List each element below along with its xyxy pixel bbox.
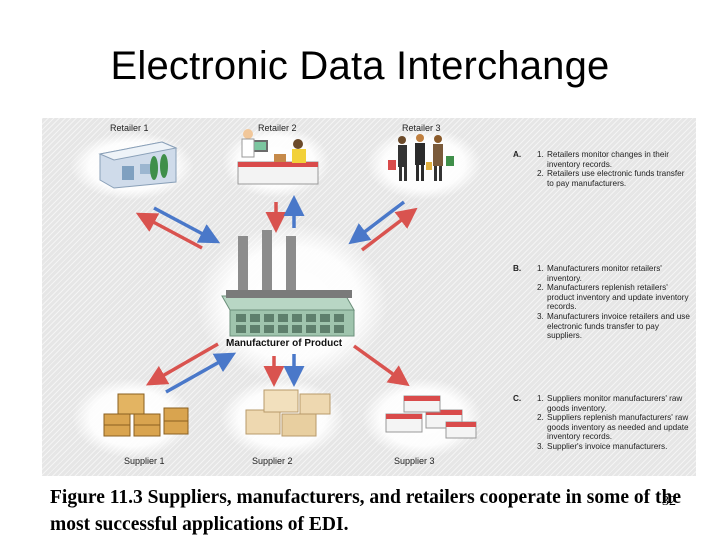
step-b1: 1.Manufacturers monitor retailers' inven… bbox=[537, 264, 693, 283]
edi-figure: Retailer 1 Retailer 2 Retailer 3 Manufac… bbox=[42, 118, 696, 476]
step-letter-c: C. bbox=[513, 394, 522, 403]
manufacturer-label: Manufacturer of Product bbox=[226, 338, 343, 349]
step-b3-num: 3. bbox=[537, 311, 544, 321]
arrow-blue-r1 bbox=[153, 206, 221, 244]
step-letter-b: B. bbox=[513, 264, 522, 273]
step-b2-text: Manufacturers replenish retailers' produ… bbox=[547, 283, 689, 312]
step-a2-text: Retailers use electronic funds transfer … bbox=[547, 169, 685, 188]
supplier-arrows bbox=[145, 342, 410, 394]
arrow-blue-r3 bbox=[348, 200, 406, 245]
step-block-b: B. 1.Manufacturers monitor retailers' in… bbox=[513, 264, 693, 341]
step-a1-text: Retailers monitor changes in their inven… bbox=[547, 150, 669, 169]
packaged-goods-icon bbox=[385, 395, 477, 439]
checkout-counter-icon bbox=[237, 129, 319, 185]
supplier-1-label: Supplier 1 bbox=[124, 456, 165, 466]
arrow-blue-s1 bbox=[165, 352, 237, 394]
step-a1-num: 1. bbox=[537, 150, 544, 159]
step-b1-text: Manufacturers monitor retailers' invento… bbox=[547, 264, 662, 283]
step-b2: 2.Manufacturers replenish retailers' pro… bbox=[537, 283, 693, 312]
arrow-red-s1 bbox=[145, 342, 219, 386]
store-building-icon bbox=[98, 141, 178, 189]
step-block-c: C. 1.Suppliers monitor manufacturers' ra… bbox=[513, 394, 693, 452]
step-c3-text: Supplier's invoice manufacturers. bbox=[547, 441, 668, 451]
step-a2-num: 2. bbox=[537, 169, 544, 179]
step-c2-num: 2. bbox=[537, 413, 544, 423]
step-c1: 1.Suppliers monitor manufacturers' raw g… bbox=[537, 394, 693, 413]
arrow-red-r3 bbox=[360, 207, 418, 252]
step-b3-text: Manufacturers invoice retailers and use … bbox=[547, 311, 690, 341]
shoppers-icon bbox=[388, 134, 454, 181]
step-c1-text: Suppliers monitor manufacturers' raw goo… bbox=[547, 394, 683, 413]
retailer-3-label: Retailer 3 bbox=[402, 123, 441, 133]
arrow-red-r1 bbox=[135, 212, 203, 250]
page-number: 32 bbox=[662, 494, 676, 509]
step-a2: 2.Retailers use electronic funds transfe… bbox=[537, 169, 693, 188]
retailer-2-label: Retailer 2 bbox=[258, 123, 297, 133]
step-c2: 2.Suppliers replenish manufacturers' raw… bbox=[537, 413, 693, 442]
step-c1-num: 1. bbox=[537, 394, 544, 403]
step-b2-num: 2. bbox=[537, 283, 544, 293]
step-b3: 3.Manufacturers invoice retailers and us… bbox=[537, 312, 693, 341]
step-c3: 3.Supplier's invoice manufacturers. bbox=[537, 442, 693, 452]
slide-title: Electronic Data Interchange bbox=[110, 44, 610, 88]
step-letter-a: A. bbox=[513, 150, 522, 159]
step-c3-num: 3. bbox=[537, 441, 544, 451]
step-block-a: A. 1.Retailers monitor changes in their … bbox=[513, 150, 693, 188]
step-c2-text: Suppliers replenish manufacturers' raw g… bbox=[547, 413, 689, 442]
step-a1: 1.Retailers monitor changes in their inv… bbox=[537, 150, 693, 169]
retailer-arrows bbox=[135, 195, 418, 252]
factory-icon bbox=[221, 230, 355, 337]
retailer-1-label: Retailer 1 bbox=[110, 123, 149, 133]
supplier-1-glow bbox=[72, 378, 192, 458]
supplier-3-label: Supplier 3 bbox=[394, 456, 435, 466]
edi-diagram bbox=[70, 126, 482, 458]
step-b1-num: 1. bbox=[537, 264, 544, 273]
figure-caption: Figure 11.3 Suppliers, manufacturers, an… bbox=[50, 487, 681, 535]
cardboard-boxes-icon bbox=[245, 389, 331, 437]
wooden-crates-icon bbox=[103, 393, 189, 437]
supplier-2-label: Supplier 2 bbox=[252, 456, 293, 466]
arrow-red-s3 bbox=[352, 344, 410, 387]
